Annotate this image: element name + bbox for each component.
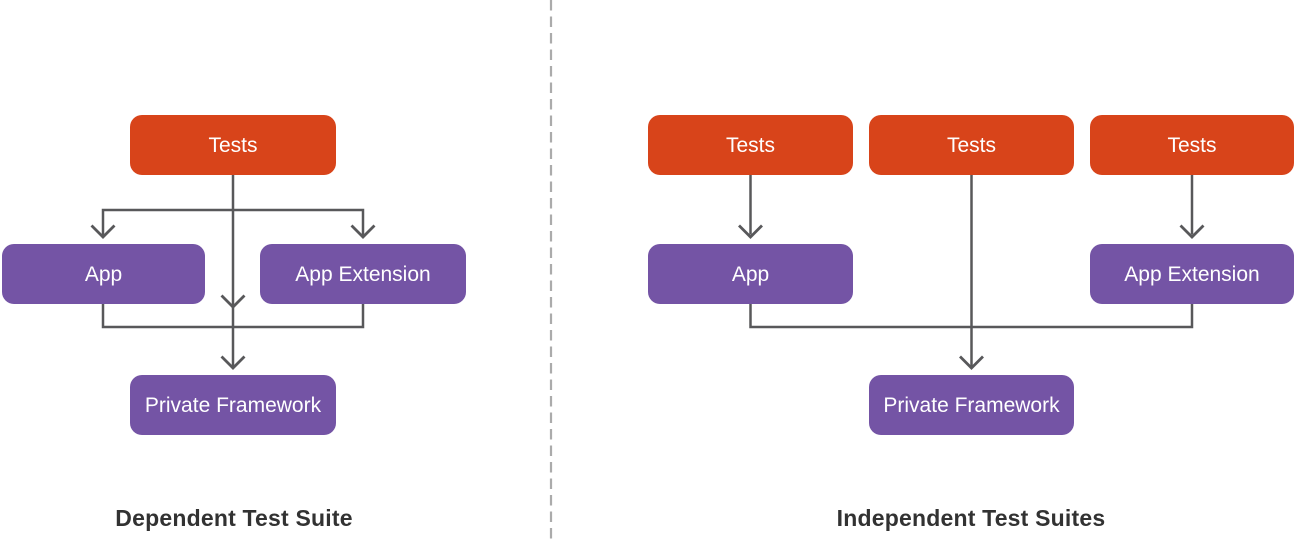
left-panel-title: Dependent Test Suite (115, 505, 353, 531)
arrowhead-framework-icon (959, 355, 984, 370)
node-label: App Extension (295, 262, 431, 286)
node-label: Tests (946, 133, 996, 157)
node-app-extension-left: App Extension (260, 244, 466, 304)
right-panel-title: Independent Test Suites (836, 505, 1106, 531)
arrowhead-app-icon (90, 224, 116, 239)
node-label: App (731, 262, 770, 286)
node-private-framework-right: Private Framework (869, 375, 1074, 435)
arrowhead-app-extension-icon (1179, 224, 1205, 239)
merge-connector-line (101, 300, 365, 329)
node-tests-1: Tests (648, 115, 853, 175)
node-tests-2: Tests (869, 115, 1074, 175)
arrowhead-framework-icon (220, 355, 246, 370)
node-private-framework-left: Private Framework (130, 375, 336, 435)
node-label: Tests (1167, 133, 1217, 157)
node-app-left: App (2, 244, 205, 304)
merge-connector-line (749, 300, 1194, 329)
node-label: Private Framework (144, 393, 322, 417)
arrowhead-mid-icon (220, 294, 246, 309)
arrowhead-app-extension-icon (350, 224, 376, 239)
node-label: App Extension (1124, 262, 1260, 286)
arrowhead-app-icon (738, 224, 763, 239)
node-label: Private Framework (883, 393, 1060, 417)
right-connectors (738, 172, 1205, 370)
node-tests-left: Tests (130, 115, 336, 175)
node-app-extension-right: App Extension (1090, 244, 1294, 304)
node-tests-3: Tests (1090, 115, 1294, 175)
node-app-right: App (648, 244, 853, 304)
node-label: Tests (208, 133, 258, 157)
left-connectors (90, 172, 376, 370)
node-label: App (84, 262, 123, 286)
branch-tests-to-apps-line (101, 208, 365, 235)
node-label: Tests (725, 133, 775, 157)
